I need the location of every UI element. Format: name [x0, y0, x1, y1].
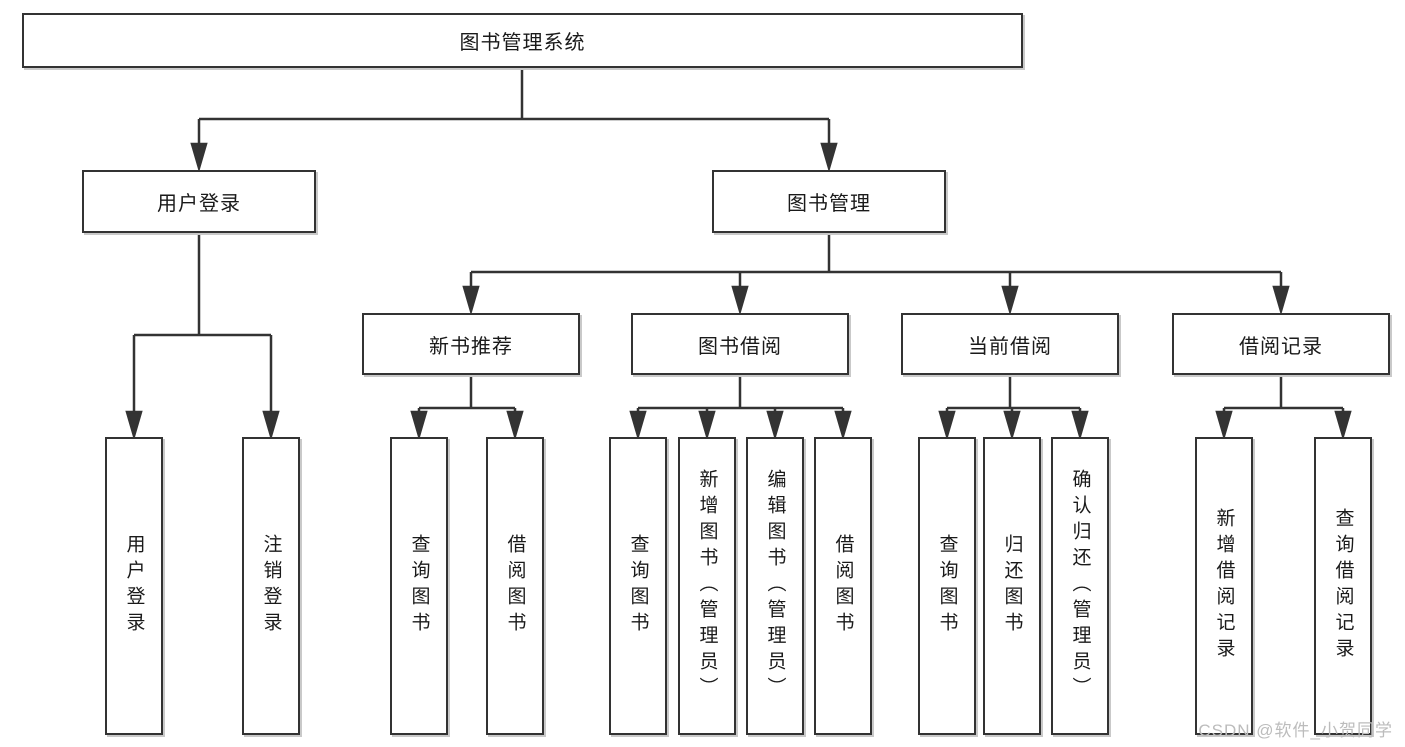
- leaf-records-add-record-label: 新增借阅记录: [1213, 508, 1235, 664]
- leaf-user-login-label: 用户登录: [123, 534, 145, 638]
- leaf-borrow-add-books-admin-label: 新增图书（管理员）: [696, 469, 718, 703]
- leaf-current-query-books: 查询图书: [918, 437, 976, 735]
- leaf-recommend-query-books: 查询图书: [390, 437, 448, 735]
- leaf-recommend-query-books-label: 查询图书: [408, 534, 430, 638]
- leaf-current-confirm-return-admin: 确认归还（管理员）: [1051, 437, 1109, 735]
- leaf-borrow-borrow-books-label: 借阅图书: [832, 534, 854, 638]
- leaf-borrow-borrow-books: 借阅图书: [814, 437, 872, 735]
- leaf-logout-label: 注销登录: [260, 534, 282, 638]
- node-new-book-recommend-label: 新书推荐: [429, 335, 513, 358]
- leaf-current-query-books-label: 查询图书: [936, 534, 958, 638]
- node-user-login: 用户登录: [82, 170, 316, 233]
- node-book-management-label: 图书管理: [787, 193, 871, 215]
- leaf-borrow-query-books: 查询图书: [609, 437, 667, 735]
- leaf-borrow-edit-books-admin: 编辑图书（管理员）: [746, 437, 804, 735]
- node-current-borrow-label: 当前借阅: [968, 335, 1052, 358]
- leaf-records-query-record-label: 查询借阅记录: [1332, 508, 1354, 664]
- leaf-recommend-borrow-books-label: 借阅图书: [504, 534, 526, 638]
- node-root-label: 图书管理系统: [459, 32, 586, 54]
- node-root: 图书管理系统: [22, 13, 1023, 68]
- csdn-watermark: CSDN @软件_小贺同学: [1198, 721, 1393, 740]
- leaf-borrow-query-books-label: 查询图书: [627, 534, 649, 638]
- leaf-current-return-books: 归还图书: [983, 437, 1041, 735]
- leaf-records-add-record: 新增借阅记录: [1195, 437, 1253, 735]
- leaf-borrow-edit-books-admin-label: 编辑图书（管理员）: [764, 469, 786, 703]
- leaf-records-query-record: 查询借阅记录: [1314, 437, 1372, 735]
- node-book-borrow-label: 图书借阅: [698, 335, 782, 358]
- leaf-borrow-add-books-admin: 新增图书（管理员）: [678, 437, 736, 735]
- node-new-book-recommend: 新书推荐: [362, 313, 580, 375]
- node-book-management: 图书管理: [712, 170, 946, 233]
- leaf-user-login: 用户登录: [105, 437, 163, 735]
- leaf-current-confirm-return-admin-label: 确认归还（管理员）: [1069, 469, 1091, 703]
- leaf-recommend-borrow-books: 借阅图书: [486, 437, 544, 735]
- node-borrow-records-label: 借阅记录: [1239, 335, 1323, 358]
- node-current-borrow: 当前借阅: [901, 313, 1119, 375]
- leaf-current-return-books-label: 归还图书: [1001, 534, 1023, 638]
- node-book-borrow: 图书借阅: [631, 313, 849, 375]
- node-borrow-records: 借阅记录: [1172, 313, 1390, 375]
- node-user-login-label: 用户登录: [157, 193, 241, 215]
- leaf-logout: 注销登录: [242, 437, 300, 735]
